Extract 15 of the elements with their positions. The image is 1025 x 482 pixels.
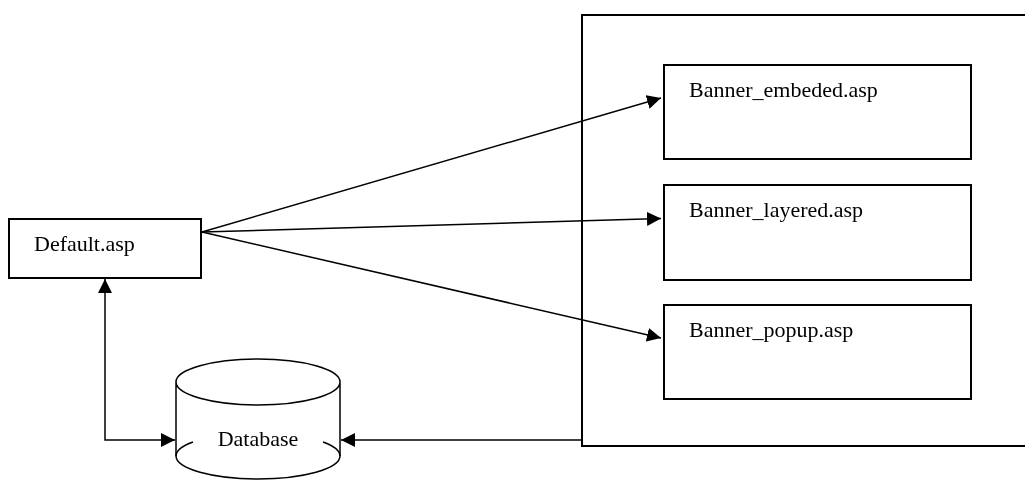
group-frame: [581, 14, 1025, 447]
arrow: [98, 278, 176, 447]
arrow: [340, 433, 582, 447]
file-box: [8, 218, 202, 279]
file-box: [663, 64, 972, 160]
file-name: Banner_popup.asp: [689, 317, 854, 342]
arrow: [201, 231, 662, 342]
file-name: Banner_layered.asp: [689, 197, 864, 222]
arrow: [201, 211, 662, 233]
file-box: [663, 184, 972, 281]
file-name: Database: [217, 425, 299, 453]
file-name: Default.asp: [34, 231, 135, 256]
arrow: [201, 95, 662, 233]
file-name: Banner_embeded.asp: [689, 77, 878, 102]
file-box: [663, 304, 972, 400]
